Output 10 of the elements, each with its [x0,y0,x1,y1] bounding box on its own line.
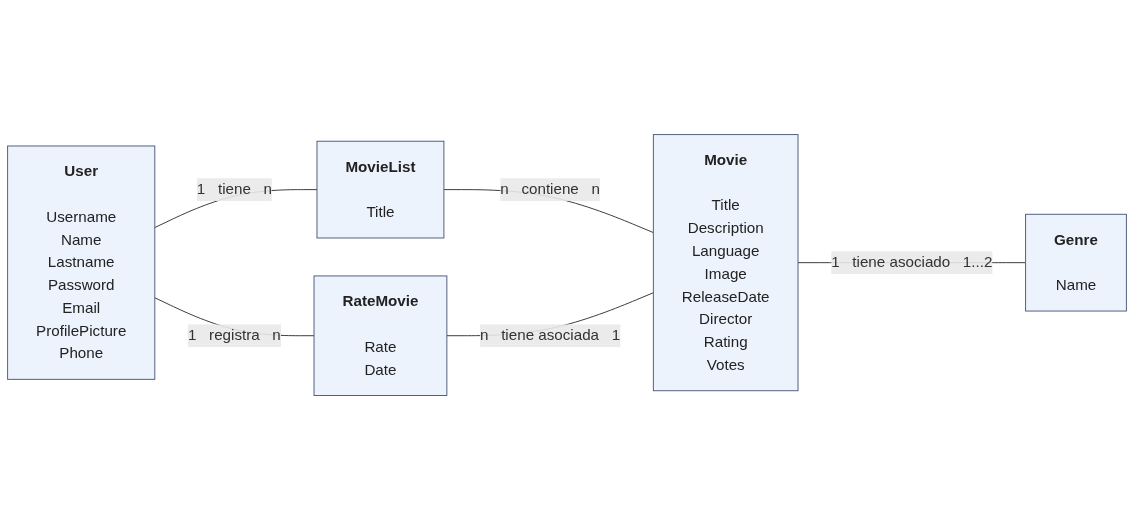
label: 1 registra n [188,327,281,344]
label: 1 tiene asociado 1...2 [831,254,993,271]
node-box: User Username Name Lastname Password Email ProfilePicture Phone [7,145,156,380]
node-box: RateMovie Rate Date [313,275,448,396]
node-box: MovieList Title [316,140,445,239]
node-box: Movie Title Description Language Image ReleaseDate Director Rating Votes [652,134,799,392]
label: 1 tiene n [196,181,272,198]
node-box: Genre Name [1025,213,1127,312]
label: n tiene asociada 1 [480,327,621,344]
label: n contiene n [500,181,600,198]
